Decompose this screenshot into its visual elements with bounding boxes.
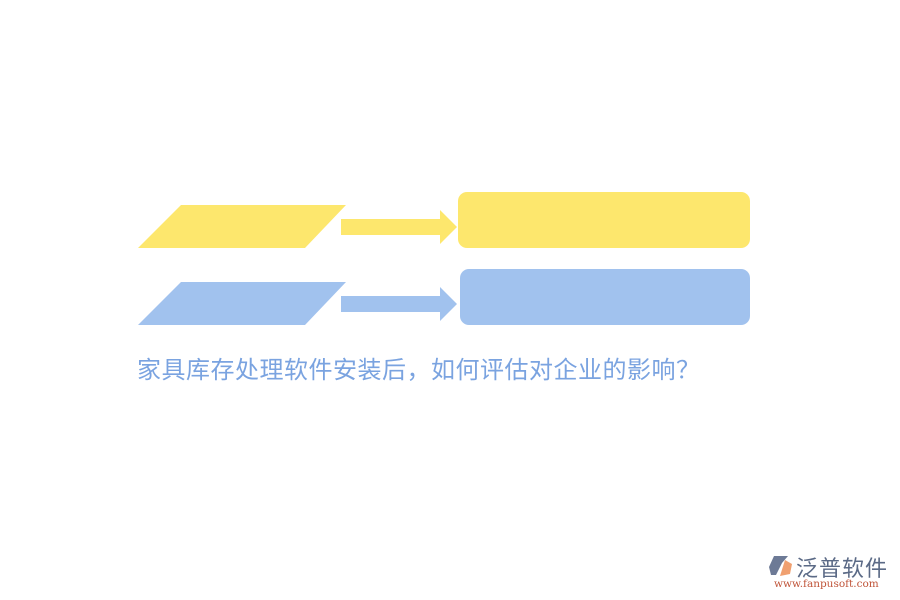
page-title: 家具库存处理软件安装后，如何评估对企业的影响？ xyxy=(137,356,701,384)
yellow-parallelogram xyxy=(138,205,346,248)
blue-arrow-icon xyxy=(341,287,457,321)
logo-icon xyxy=(769,556,792,576)
logo-url: www.fanpusoft.com xyxy=(774,578,879,590)
yellow-box xyxy=(458,192,750,248)
brand-logo: 泛普软件 www.fanpusoft.com xyxy=(768,553,893,593)
blue-box xyxy=(460,269,750,325)
blue-parallelogram xyxy=(138,282,346,325)
logo-name: 泛普软件 xyxy=(796,557,889,582)
yellow-arrow-icon xyxy=(341,210,457,244)
